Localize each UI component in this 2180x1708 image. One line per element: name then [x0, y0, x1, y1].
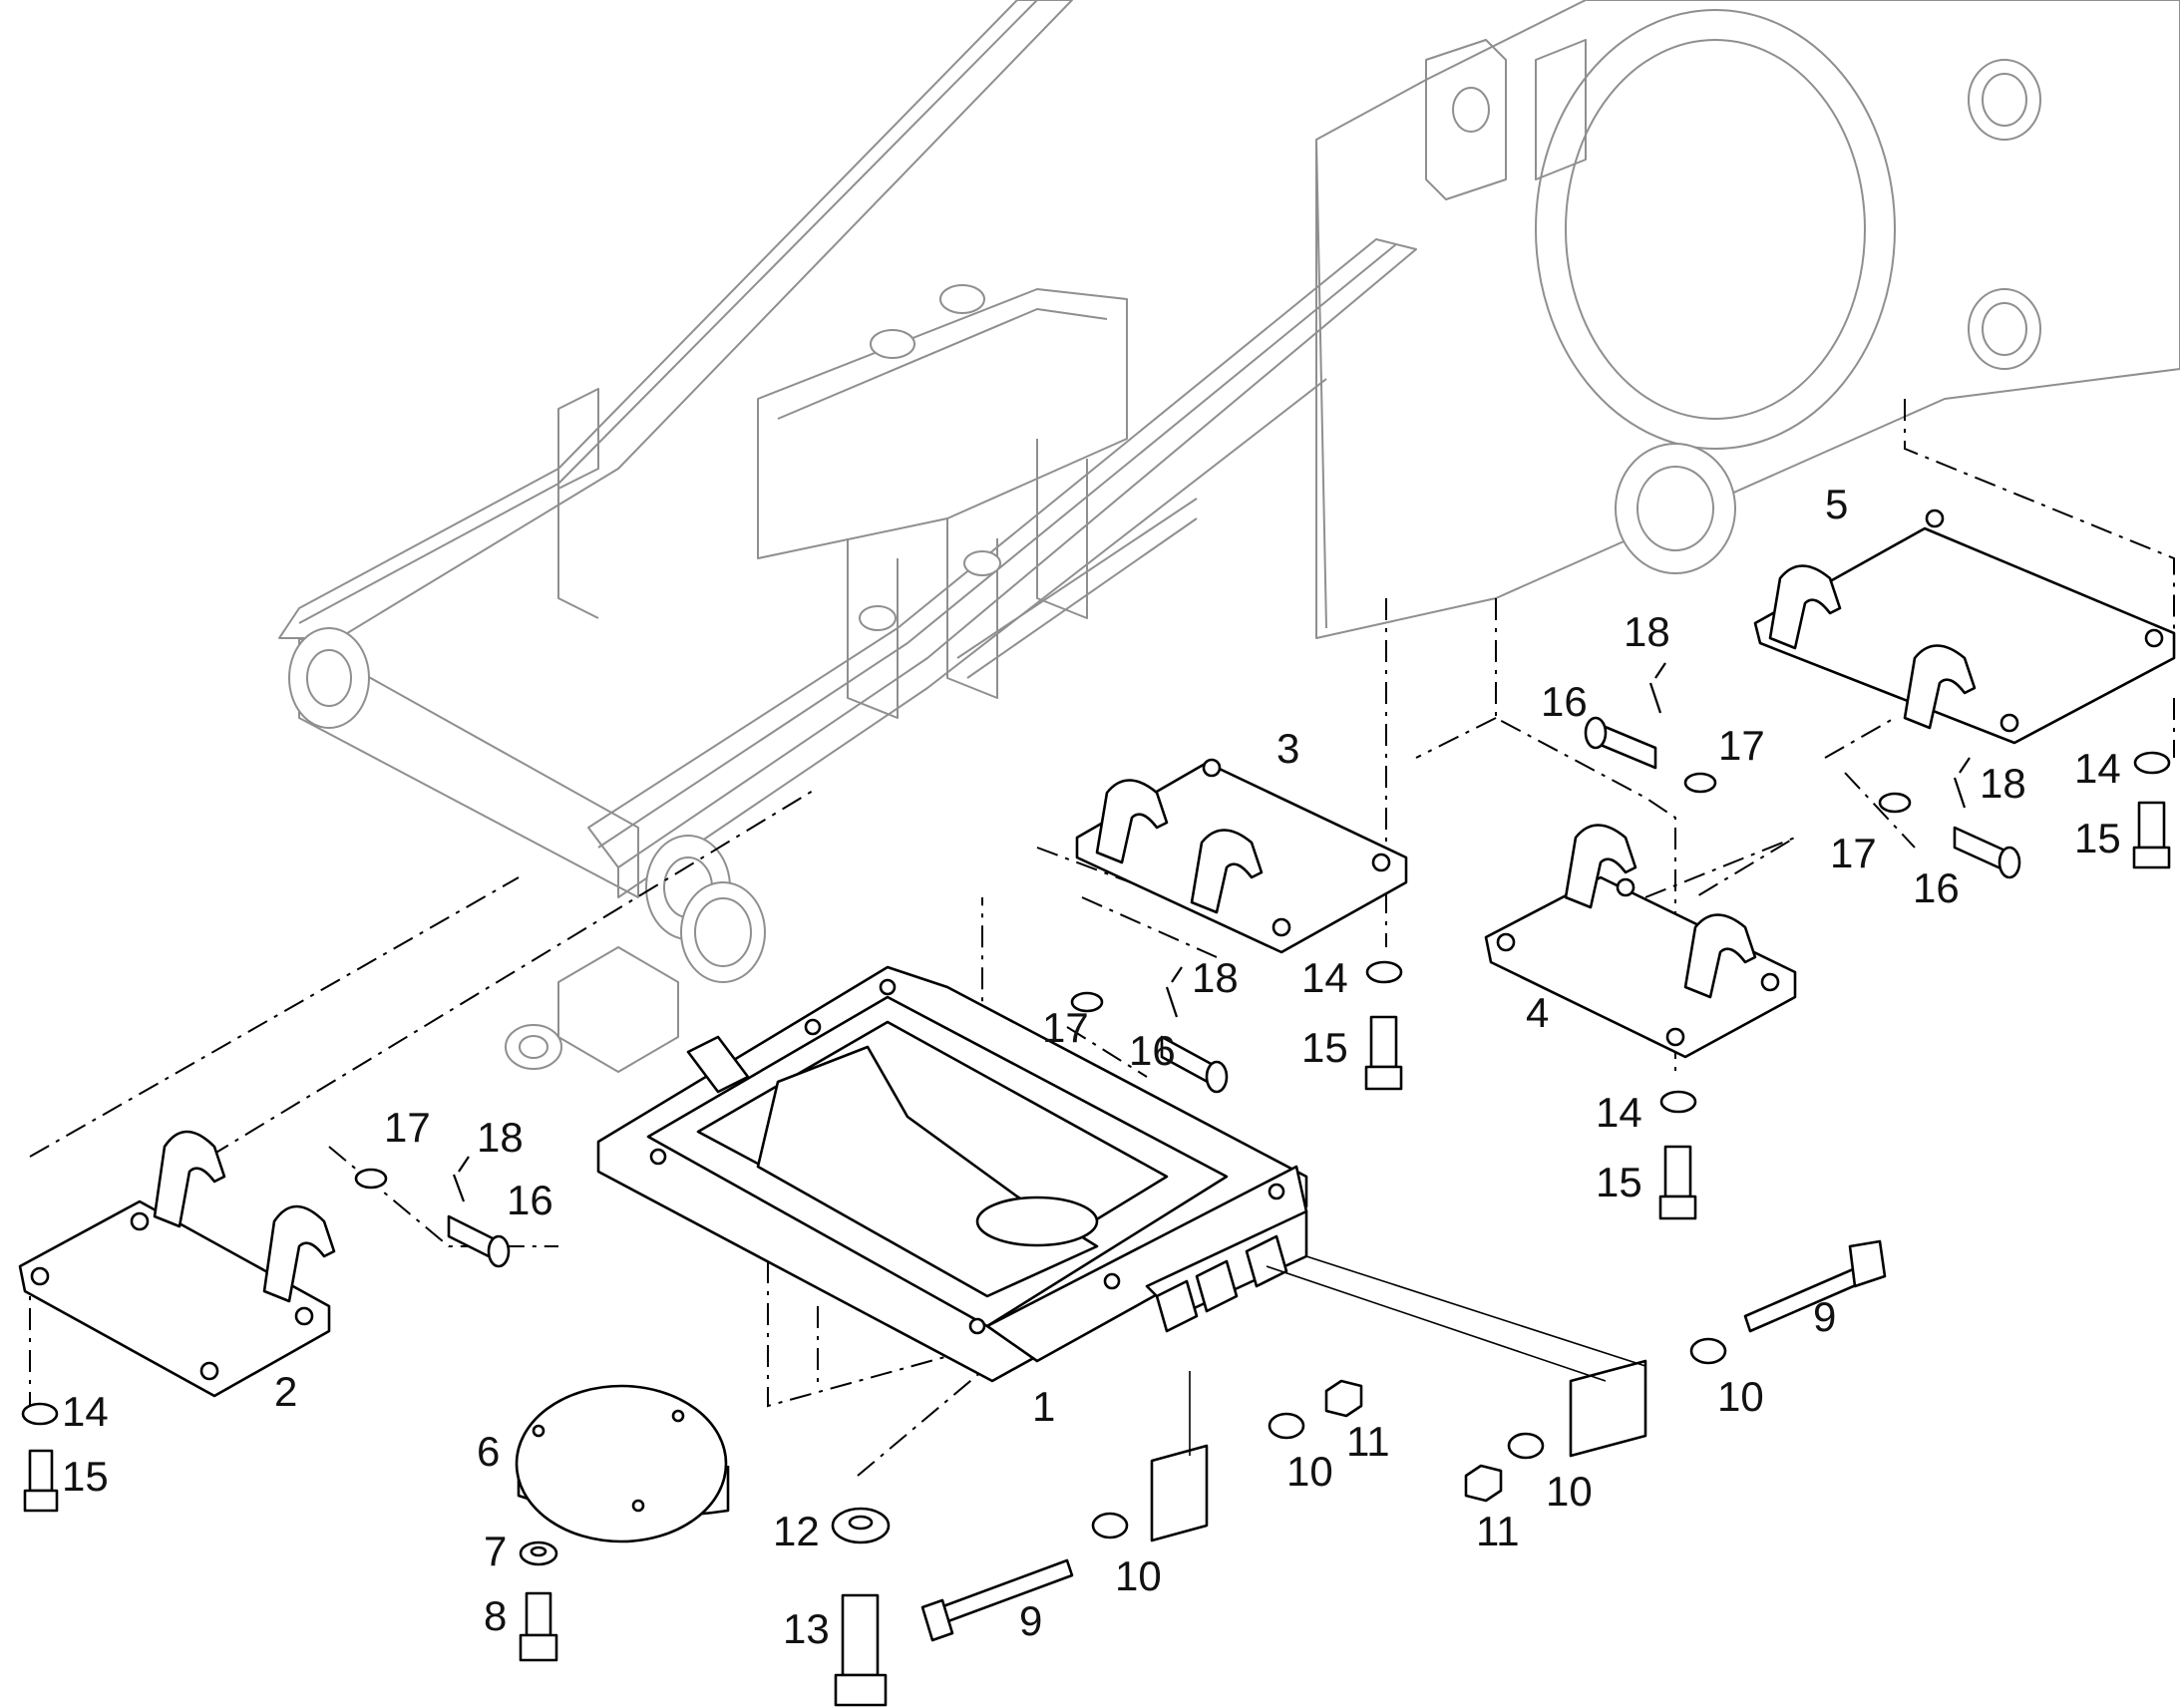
callout-18: 18: [1624, 608, 1670, 655]
callout-16: 16: [1129, 1027, 1176, 1074]
callout-18: 18: [1980, 760, 2026, 807]
callout-17: 17: [1718, 722, 1765, 769]
callout-4: 4: [1526, 989, 1549, 1036]
callout-15: 15: [1301, 1024, 1348, 1071]
callout-10: 10: [1286, 1448, 1333, 1495]
callout-5: 5: [1825, 481, 1848, 527]
chassis-frame: [278, 0, 2180, 1073]
callout-1: 1: [1032, 1383, 1055, 1430]
callout-8: 8: [484, 1592, 507, 1639]
part-5-bracket-plate: [1753, 509, 2176, 745]
callout-18: 18: [477, 1114, 524, 1161]
callout-16: 16: [1541, 678, 1588, 725]
callout-18: 18: [1192, 954, 1239, 1001]
callout-10: 10: [1546, 1468, 1593, 1515]
callout-15: 15: [2074, 815, 2121, 861]
part-6-round-plate: [515, 1384, 730, 1543]
callout-9: 9: [1019, 1597, 1042, 1644]
callout-17: 17: [1830, 830, 1877, 876]
part-2-bracket-plate: [18, 1130, 336, 1398]
callout-17: 17: [1042, 1004, 1089, 1051]
callout-labels: 1 2 3 4 5 6 7 8 9 9 10 10 10 10 11 11 12…: [62, 481, 2121, 1652]
callout-11: 11: [1346, 1418, 1390, 1465]
callout-10: 10: [1115, 1552, 1162, 1599]
callout-9: 9: [1813, 1293, 1836, 1340]
part-1-support-bracket: [596, 965, 1308, 1383]
callout-16: 16: [1913, 864, 1960, 911]
callout-15: 15: [62, 1453, 109, 1500]
callout-14: 14: [1596, 1089, 1642, 1136]
callout-14: 14: [2074, 745, 2121, 792]
callout-17: 17: [384, 1104, 431, 1151]
callout-2: 2: [274, 1368, 297, 1415]
callout-12: 12: [773, 1508, 820, 1554]
callout-14: 14: [1301, 954, 1348, 1001]
part-3-bracket-plate: [1075, 758, 1408, 954]
callout-16: 16: [507, 1177, 553, 1223]
callout-6: 6: [477, 1428, 500, 1475]
callout-13: 13: [783, 1605, 830, 1652]
callout-15: 15: [1596, 1159, 1642, 1205]
hardware: [21, 662, 2171, 1707]
callout-11: 11: [1476, 1508, 1520, 1554]
callout-3: 3: [1276, 725, 1299, 772]
callout-7: 7: [484, 1528, 507, 1574]
callout-10: 10: [1717, 1373, 1764, 1420]
callout-14: 14: [62, 1388, 109, 1435]
part-4-bracket-plate: [1484, 824, 1797, 1059]
